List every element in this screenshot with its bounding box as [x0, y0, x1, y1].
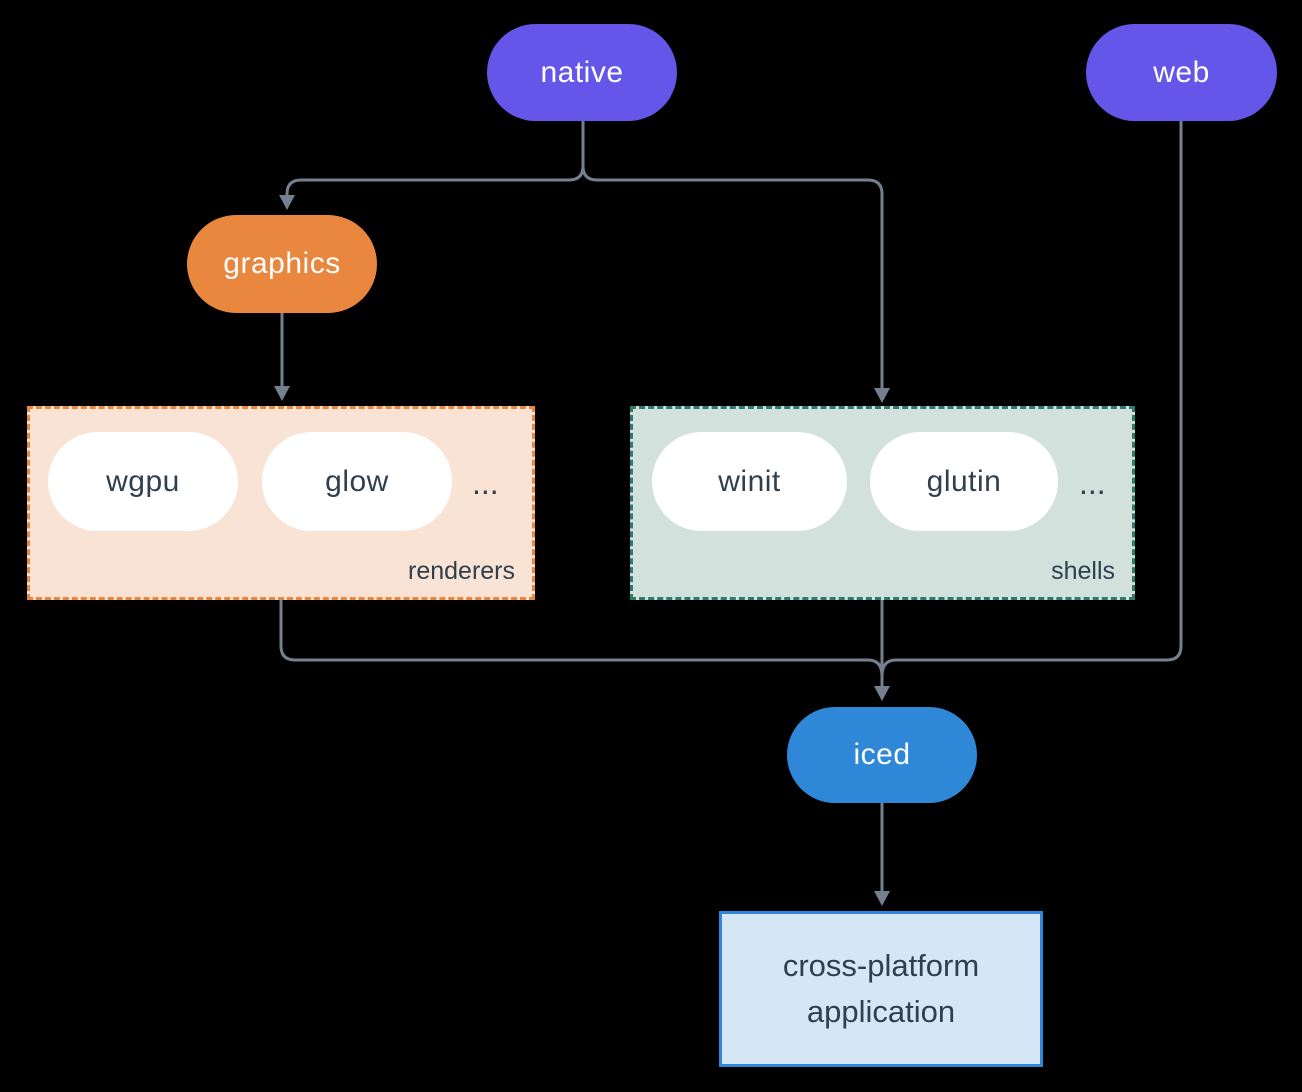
node-iced-label: iced — [853, 738, 911, 771]
node-graphics-label: graphics — [223, 247, 341, 280]
node-glow: glow — [262, 432, 452, 531]
node-wgpu: wgpu — [48, 432, 238, 531]
node-web: web — [1086, 24, 1277, 121]
arrowhead-renderers — [274, 386, 290, 401]
edge-renderers-to-merge — [279, 600, 884, 677]
node-native: native — [487, 24, 677, 121]
renderers-ellipsis: ... — [472, 465, 499, 501]
node-wgpu-label: wgpu — [106, 464, 180, 498]
edge-native-to-shells — [581, 121, 884, 388]
arrowhead-shells — [874, 388, 890, 403]
group-shells: winit glutin ... shells — [630, 406, 1135, 600]
node-app-label: cross-platform application — [782, 947, 980, 1030]
node-glow-label: glow — [325, 464, 389, 498]
node-glutin: glutin — [870, 432, 1058, 531]
node-winit: winit — [652, 432, 847, 531]
edge-web-to-merge — [880, 121, 1183, 677]
node-cross-platform-application: cross-platform application — [719, 911, 1043, 1067]
group-renderers: wgpu glow ... renderers — [27, 406, 535, 600]
shells-group-label: shells — [1051, 557, 1115, 585]
arrowhead-app — [874, 891, 890, 906]
node-iced: iced — [787, 707, 977, 803]
node-glutin-label: glutin — [926, 464, 1002, 498]
node-graphics: graphics — [187, 215, 377, 313]
shells-ellipsis: ... — [1079, 465, 1106, 501]
edge-native-to-graphics — [285, 121, 585, 196]
node-web-label: web — [1153, 55, 1210, 89]
arrowhead-graphics — [279, 195, 295, 210]
node-winit-label: winit — [718, 464, 781, 498]
renderers-group-label: renderers — [408, 557, 515, 585]
node-native-label: native — [540, 55, 624, 89]
arrowhead-iced — [874, 686, 890, 701]
